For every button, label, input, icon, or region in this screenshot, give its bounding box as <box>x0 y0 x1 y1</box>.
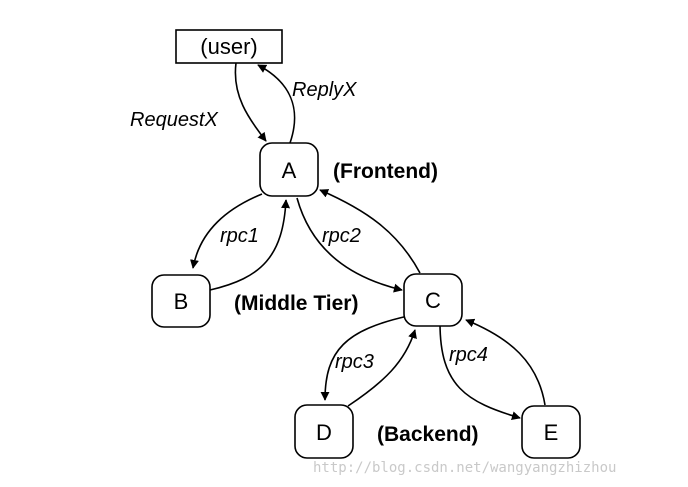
node-user: (user) <box>175 29 283 64</box>
rpc1-call-edge <box>190 193 263 269</box>
reply-edge <box>257 64 296 144</box>
node-a-label: A <box>282 158 297 183</box>
node-d-label: D <box>316 420 332 445</box>
rpc1-label: rpc1 <box>220 225 259 247</box>
rpc2-call-edge <box>296 197 403 293</box>
backend-tier-label: (Backend) <box>377 423 479 446</box>
watermark-text: http://blog.csdn.net/wangyangzhizhou <box>313 460 616 476</box>
node-d: D <box>294 404 354 459</box>
rpc2-label: rpc2 <box>322 225 361 247</box>
rpc2-return-edge <box>319 189 421 274</box>
rpc3-call-edge <box>320 315 409 401</box>
frontend-tier-label: (Frontend) <box>333 160 438 183</box>
node-c-label: C <box>425 288 441 313</box>
reply-label: ReplyX <box>292 79 357 101</box>
node-b-label: B <box>174 289 189 314</box>
node-e-label: E <box>544 420 559 445</box>
node-user-label: (user) <box>200 34 257 59</box>
middle-tier-label: (Middle Tier) <box>234 292 358 315</box>
request-edge <box>234 62 267 142</box>
node-e: E <box>521 405 581 459</box>
rpc4-label: rpc4 <box>449 344 488 366</box>
node-a: A <box>259 142 319 197</box>
rpc3-label: rpc3 <box>335 351 374 373</box>
rpc1-return-edge <box>209 199 291 291</box>
node-c: C <box>403 273 463 327</box>
node-b: B <box>151 274 211 328</box>
rpc4-call-edge <box>439 322 521 421</box>
rpc4-return-edge <box>465 318 546 406</box>
request-label: RequestX <box>130 109 218 131</box>
rpc3-return-edge <box>347 329 417 407</box>
